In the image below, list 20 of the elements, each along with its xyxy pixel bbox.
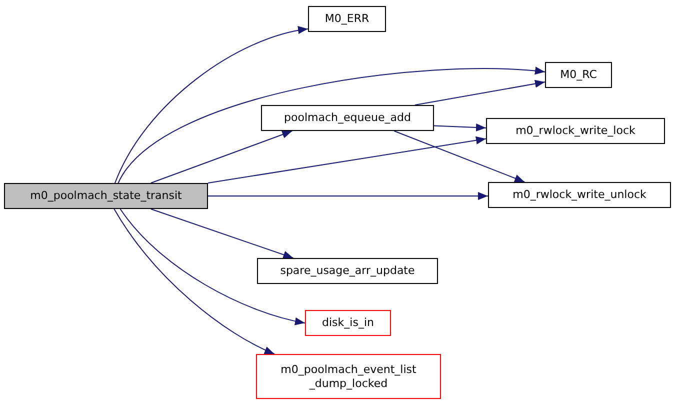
function-box: m0_poolmach_event_list _dump_locked <box>256 354 441 399</box>
arrow <box>114 26 308 184</box>
function-box: M0_ERR <box>308 6 386 32</box>
arrow <box>120 208 306 325</box>
arrow <box>208 192 488 200</box>
arrow <box>208 136 486 184</box>
function-box: poolmach_equeue_add <box>261 105 434 131</box>
function-box: M0_RC <box>545 62 612 88</box>
arrow <box>414 80 546 106</box>
function-box: m0_poolmach_state_transit <box>4 183 208 209</box>
function-box: m0_rwlock_write_lock <box>486 118 665 144</box>
function-box: spare_usage_arr_update <box>257 258 438 284</box>
function-box: disk_is_in <box>305 310 391 336</box>
function-box: m0_rwlock_write_unlock <box>488 182 671 208</box>
arrow <box>118 67 546 184</box>
arrow <box>434 123 486 132</box>
arrow <box>150 130 293 184</box>
arrow <box>150 208 294 259</box>
arrow <box>114 208 275 354</box>
arrow <box>394 130 526 182</box>
